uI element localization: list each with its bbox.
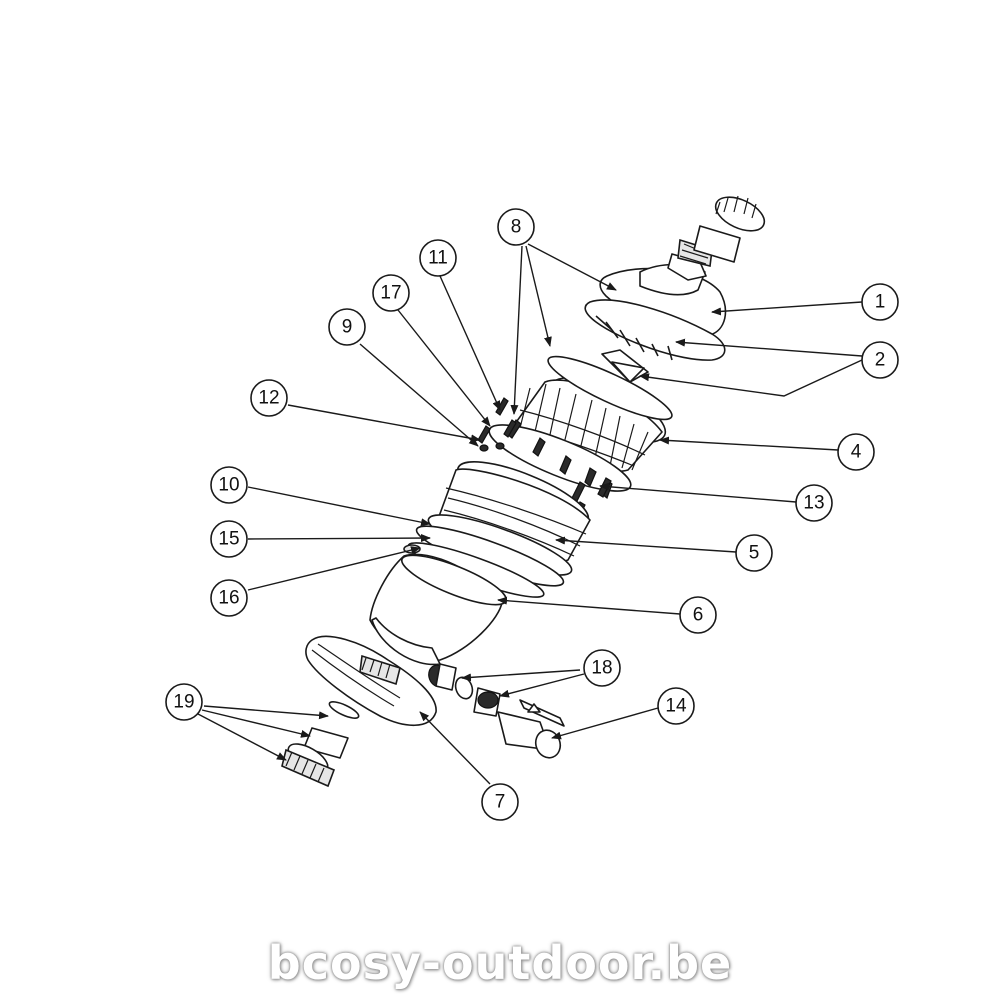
svg-text:11: 11 — [428, 248, 448, 269]
part-18-fittings — [428, 663, 501, 717]
callout-2: 2 — [861, 341, 899, 379]
svg-text:7: 7 — [495, 792, 506, 813]
callout-4: 4 — [837, 433, 875, 471]
svg-text:15: 15 — [218, 529, 239, 550]
svg-text:8: 8 — [511, 217, 522, 238]
svg-text:19: 19 — [173, 692, 194, 713]
svg-text:16: 16 — [218, 588, 239, 609]
callout-13: 13 — [795, 484, 833, 522]
svg-text:14: 14 — [665, 696, 687, 717]
part-6-lower-bowl — [369, 553, 507, 666]
svg-text:13: 13 — [803, 493, 824, 514]
callout-12: 12 — [250, 379, 288, 417]
callout-11: 11 — [419, 239, 457, 277]
parts-group — [281, 195, 766, 788]
callout-18: 18 — [583, 649, 621, 687]
watermark-text: bcosy-outdoor.be — [267, 936, 733, 990]
svg-text:4: 4 — [851, 442, 862, 463]
part-1-top-cap — [599, 195, 766, 337]
svg-text:18: 18 — [591, 658, 612, 679]
callout-17: 17 — [372, 274, 410, 312]
callout-5: 5 — [735, 534, 773, 572]
callout-1: 1 — [861, 283, 899, 321]
callout-9: 9 — [328, 308, 366, 346]
callout-15: 15 — [210, 520, 248, 558]
part-2-gasket-plate — [584, 299, 726, 383]
svg-text:12: 12 — [258, 388, 279, 409]
callout-19: 19 — [165, 683, 203, 721]
part-7-bottom-flange — [305, 635, 437, 726]
svg-text:2: 2 — [875, 350, 886, 371]
callout-16: 16 — [210, 579, 248, 617]
svg-text:6: 6 — [693, 605, 704, 626]
svg-text:17: 17 — [380, 283, 401, 304]
callout-10: 10 — [210, 466, 248, 504]
part-8-o-ring — [547, 355, 673, 421]
svg-text:9: 9 — [342, 317, 353, 338]
callout-8: 8 — [497, 208, 535, 246]
svg-text:10: 10 — [218, 475, 239, 496]
svg-text:5: 5 — [749, 543, 760, 564]
callout-6: 6 — [679, 596, 717, 634]
part-14-valve — [497, 699, 565, 759]
svg-text:1: 1 — [875, 292, 886, 313]
leader-lines — [197, 243, 863, 785]
callout-14: 14 — [657, 687, 695, 725]
callout-7: 7 — [481, 783, 519, 821]
part-19-small-fittings — [281, 701, 360, 788]
